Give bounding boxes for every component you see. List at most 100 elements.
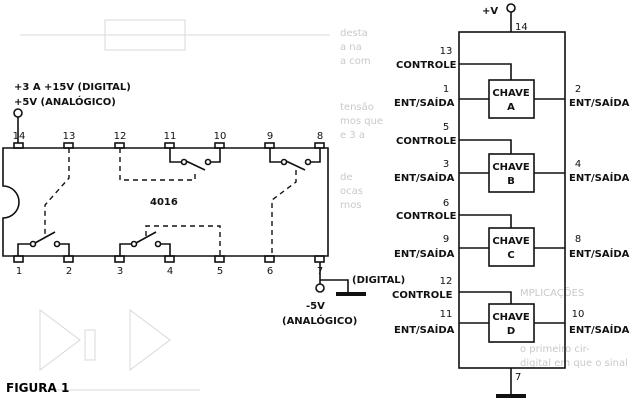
out-label-d: ENT/SAÍDA [569,323,630,336]
switch-b-contact-left [130,240,138,248]
out-pin-b: 4 [575,159,581,170]
supply-label-analog: +5V (ANALÓGICO) [14,95,116,108]
background-bleed: desta a na a com tensão mos que e 3 a de… [20,19,628,391]
pin-5-pad [214,255,225,263]
switch-c-contact-left [280,158,288,166]
switch-a-contact-right [53,240,61,248]
control-wire-b [459,139,512,154]
neg-supply-terminal [315,283,325,293]
out-label-b: ENT/SAÍDA [569,171,630,184]
switch-b-control-dash [145,225,221,256]
pin-7-pad [314,255,325,263]
pin-label-12: 12 [114,131,127,142]
pin-label-11: 11 [164,131,177,142]
in-pin-a: 1 [443,84,449,95]
out-label-a: ENT/SAÍDA [569,96,630,109]
switch-c-blade [285,160,306,171]
switch-block-b: 5 CONTROLE CHAVE B 3 ENT/SAÍDA 4 ENT/SAÍ… [394,122,630,193]
in-pin-d: 11 [440,309,453,320]
pin-4-pad [164,255,175,263]
out-label-c: ENT/SAÍDA [569,247,630,260]
switch-block-c: 6 CONTROLE CHAVE C 9 ENT/SAÍDA 8 ENT/SAÍ… [394,198,630,267]
neg-supply-label: -5V [306,301,325,312]
switch-a-lead-right [60,243,70,256]
chip-body [2,147,329,257]
pin-3-pad [114,255,125,263]
control-label-c: CONTROLE [396,211,457,222]
switch-d-blade [185,160,206,171]
bleed-text-10: o primeiro cir- [520,344,590,355]
ctrl-pin-b: 5 [443,122,449,133]
pin-label-3: 3 [117,266,123,277]
supply-terminal [13,108,23,118]
digital-label: (DIGITAL) [352,275,405,286]
out-pin-d: 10 [572,309,585,320]
chip-switch-a [17,148,70,256]
switch-d-lead-left [169,148,181,163]
switch-word-d: CHAVE [492,312,530,323]
pin-9-pad [264,142,275,149]
switch-letter-d: D [507,326,515,337]
switch-word-b: CHAVE [492,162,530,173]
top-pins: 14 13 12 11 10 9 8 [13,131,325,149]
bleed-text-5: e 3 a [340,130,365,141]
pin-label-8: 8 [317,131,323,142]
switch-a-lead-left [17,243,30,256]
chip-switch-d [119,148,221,181]
pin-label-1: 1 [16,266,22,277]
switch-d-control-dash [119,148,196,181]
pin-13-pad [63,142,74,149]
control-label-b: CONTROLE [396,136,457,147]
chip-switch-b [119,225,221,256]
switch-b-lead-right [161,243,171,256]
switch-block-d: 12 CONTROLE CHAVE D 11 ENT/SAÍDA 10 ENT/… [392,276,630,343]
bleed-text-3: tensão [340,102,374,113]
switch-b-blade [135,231,157,244]
figure-label: FIGURA 1 [6,381,69,395]
switch-c-control-dash [271,170,297,256]
switch-letter-b: B [507,176,515,187]
chip-4016: +3 A +15V (DIGITAL) +5V (ANALÓGICO) 4016… [2,82,405,327]
switch-a-blade [34,231,56,244]
analog-label: (ANALÓGICO) [282,314,357,327]
pin-label-5: 5 [217,266,223,277]
in-label-c: ENT/SAÍDA [394,247,455,260]
pin-14-pad [13,142,24,149]
bleed-text-11: digital em que o sinal [520,358,628,369]
bleed-text-9: MPLICAÇÕES [520,286,584,299]
switch-word-c: CHAVE [492,236,530,247]
bleed-text-1: a na [340,42,362,53]
bleed-text-7: ocas [340,186,363,197]
switch-b-lead-left [119,243,131,256]
control-wire-c [459,214,512,228]
switch-c-lead-right [311,148,321,163]
control-wire-d [459,291,512,304]
control-wire-a [459,63,512,80]
pin-6-pad [264,255,275,263]
bleed-text-8: rnos [340,200,362,211]
switch-letter-a: A [507,102,515,113]
pin-11-pad [164,142,175,149]
bleed-opamp-right [129,309,171,371]
switch-box-c [488,227,535,267]
control-label-d: CONTROLE [392,290,453,301]
supply-label-digital: +3 A +15V (DIGITAL) [14,82,131,93]
switch-b-contact-right [154,240,162,248]
switch-d-lead-right [211,148,221,163]
out-pin-a: 2 [575,84,581,95]
chip-name: 4016 [150,197,178,208]
ctrl-pin-a: 13 [440,46,453,57]
switch-c-contact-right [304,158,312,166]
pin-2-pad [63,255,74,263]
switch-d-contact-left [180,158,188,166]
pin-label-14: 14 [13,131,26,142]
in-label-a: ENT/SAÍDA [394,96,455,109]
bleed-text-4: mos que [340,116,383,127]
switch-letter-c: C [507,250,514,261]
pin-label-2: 2 [66,266,72,277]
block-outline [458,31,566,369]
in-label-d: ENT/SAÍDA [394,323,455,336]
vplus-pin: 14 [515,22,528,33]
pin-1-pad [13,255,24,263]
